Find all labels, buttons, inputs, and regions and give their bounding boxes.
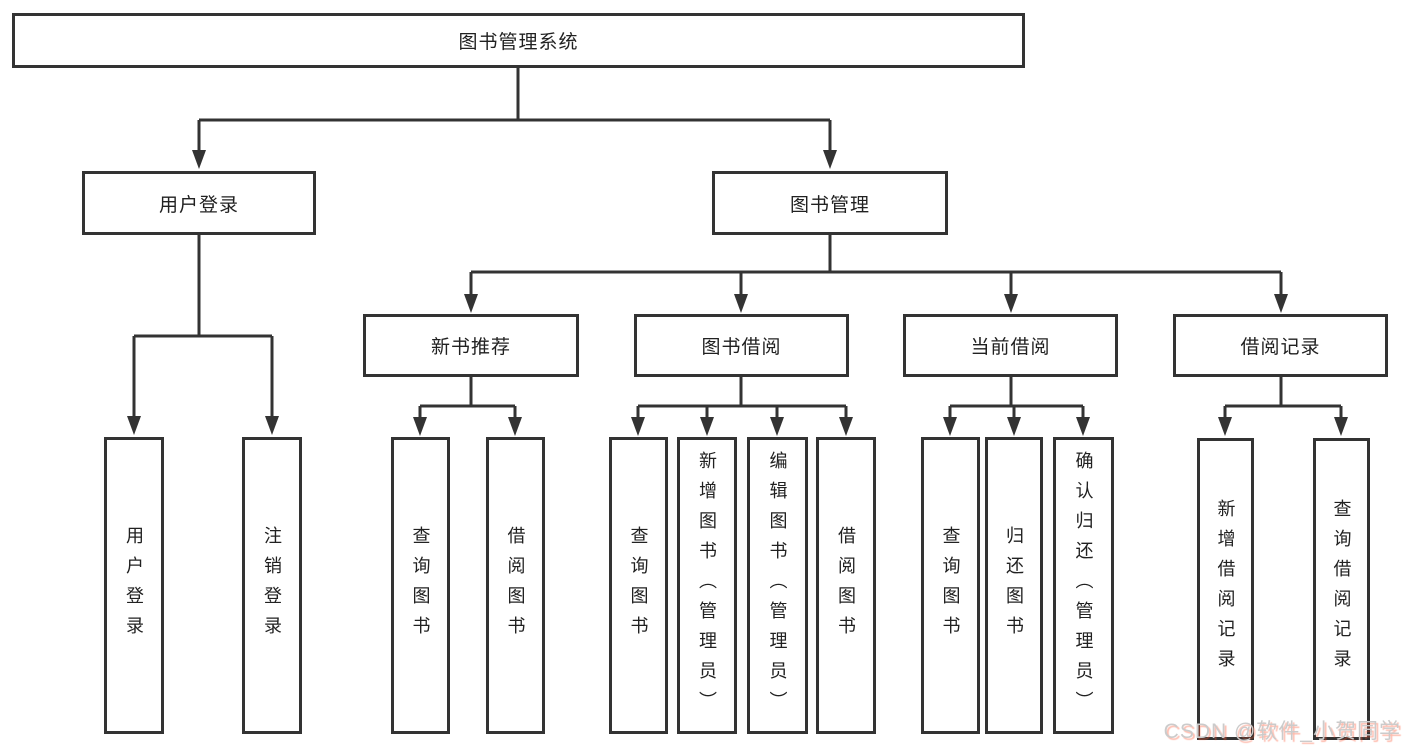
leaf-current-return-books-label: 归还图书 — [1004, 525, 1024, 646]
node-new-book-recommend: 新书推荐 — [363, 314, 579, 377]
watermark: CSDN @软件_小贺同学 — [1163, 720, 1401, 743]
leaf-borrow-borrow-books: 借阅图书 — [816, 437, 876, 734]
node-book-management-label: 图书管理 — [789, 194, 870, 216]
node-current-borrow: 当前借阅 — [903, 314, 1118, 377]
leaf-recommend-query-books: 查询图书 — [391, 437, 450, 734]
node-library-management-system-label: 图书管理系统 — [458, 32, 579, 53]
leaf-recommend-borrow-books-label: 借阅图书 — [505, 525, 526, 646]
node-book-borrow: 图书借阅 — [634, 314, 849, 377]
leaf-borrow-query-books-label: 查询图书 — [628, 525, 649, 646]
leaf-recommend-borrow-books: 借阅图书 — [486, 437, 545, 734]
leaf-borrow-edit-books-admin: 编辑图书（管理员） — [747, 437, 808, 734]
leaf-logout-label: 注销登录 — [262, 525, 282, 646]
leaf-borrow-add-books-admin-label: 新增图书（管理员） — [697, 450, 717, 721]
node-new-book-recommend-label: 新书推荐 — [430, 337, 511, 358]
leaf-user-login: 用户登录 — [104, 437, 164, 734]
leaf-borrow-edit-books-admin-label: 编辑图书（管理员） — [767, 450, 788, 721]
leaf-borrow-query-books: 查询图书 — [609, 437, 668, 734]
leaf-logout: 注销登录 — [242, 437, 302, 734]
leaf-current-confirm-return-admin: 确认归还（管理员） — [1053, 437, 1114, 734]
node-user-login-label: 用户登录 — [158, 194, 239, 216]
node-user-login: 用户登录 — [82, 171, 316, 235]
leaf-current-query-books-label: 查询图书 — [940, 525, 961, 646]
leaf-records-add-record-label: 新增借阅记录 — [1215, 499, 1236, 679]
leaf-records-query-record-label: 查询借阅记录 — [1331, 499, 1352, 679]
leaf-borrow-add-books-admin: 新增图书（管理员） — [677, 437, 737, 734]
node-book-borrow-label: 图书借阅 — [701, 337, 782, 358]
node-library-management-system: 图书管理系统 — [12, 13, 1025, 68]
leaf-current-confirm-return-admin-label: 确认归还（管理员） — [1073, 450, 1094, 721]
leaf-user-login-label: 用户登录 — [124, 525, 144, 646]
node-current-borrow-label: 当前借阅 — [970, 337, 1051, 358]
node-borrow-records-label: 借阅记录 — [1240, 337, 1321, 358]
leaf-recommend-query-books-label: 查询图书 — [410, 525, 431, 646]
node-book-management: 图书管理 — [712, 171, 948, 235]
leaf-records-add-record: 新增借阅记录 — [1197, 438, 1254, 740]
leaf-current-query-books: 查询图书 — [921, 437, 980, 734]
leaf-records-query-record: 查询借阅记录 — [1313, 438, 1370, 740]
leaf-current-return-books: 归还图书 — [985, 437, 1043, 734]
node-borrow-records: 借阅记录 — [1173, 314, 1388, 377]
leaf-borrow-borrow-books-label: 借阅图书 — [836, 525, 856, 646]
arrowheads — [127, 150, 1348, 436]
